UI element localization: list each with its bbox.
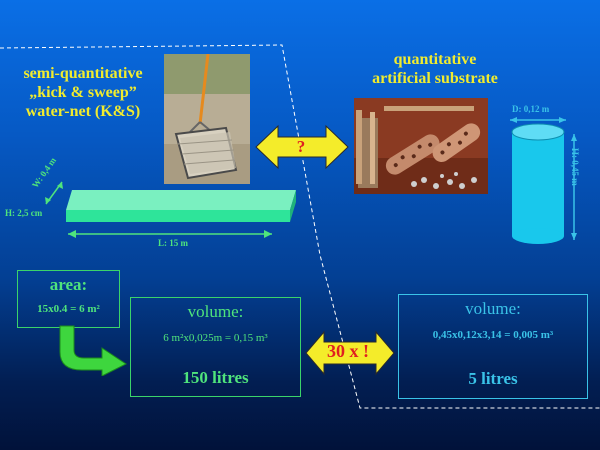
volume-result-left: 150 litres xyxy=(131,368,300,388)
kick-sweep-net-photo xyxy=(164,54,250,184)
left-title-line2: „kick & sweep” xyxy=(4,83,162,102)
cylinder-diameter-label: D: 0,12 m xyxy=(512,104,549,114)
area-box: area: 15x0.4 = 6 m² xyxy=(17,270,120,328)
strip-diagram xyxy=(0,170,300,250)
left-title: semi-quantitative „kick & sweep” water-n… xyxy=(4,64,162,121)
volume-title-left: volume: xyxy=(131,302,300,322)
curved-arrow-icon xyxy=(52,324,130,376)
volume-title-right: volume: xyxy=(399,299,587,319)
right-title: quantitative artificial substrate xyxy=(330,50,540,88)
volume-box-right: volume: 0,45x0,12x3,14 = 0,005 m³ 5 litr… xyxy=(398,294,588,399)
strip-length-label: L: 15 m xyxy=(158,238,188,248)
question-mark: ? xyxy=(291,137,311,157)
ratio-label: 30 x ! xyxy=(318,341,378,362)
cylinder-height-label: H: 0,45 m xyxy=(570,148,580,186)
left-title-line3: water-net (K&S) xyxy=(4,102,162,121)
artificial-substrate-photo xyxy=(354,98,488,194)
volume-formula-left: 6 m²x0,025m = 0,15 m³ xyxy=(131,332,300,344)
area-formula: 15x0.4 = 6 m² xyxy=(18,303,119,315)
strip-height-label: H: 2,5 cm xyxy=(5,208,42,218)
left-title-line1: semi-quantitative xyxy=(4,64,162,83)
area-title: area: xyxy=(18,275,119,295)
volume-result-right: 5 litres xyxy=(399,369,587,389)
volume-box-left: volume: 6 m²x0,025m = 0,15 m³ 150 litres xyxy=(130,297,301,397)
right-title-line2: artificial substrate xyxy=(330,69,540,88)
volume-formula-right: 0,45x0,12x3,14 = 0,005 m³ xyxy=(399,329,587,341)
right-title-line1: quantitative xyxy=(330,50,540,69)
